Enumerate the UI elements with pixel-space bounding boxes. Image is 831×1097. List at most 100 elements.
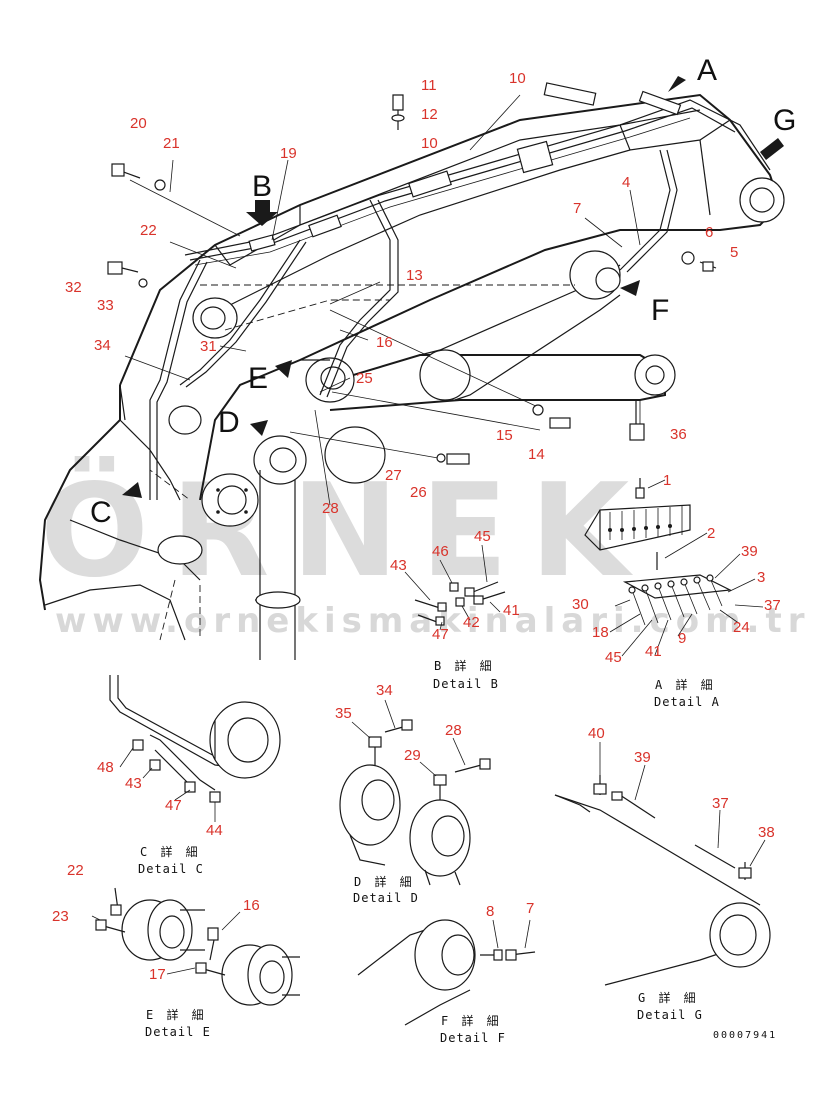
detail-a-label-3: 3 — [757, 569, 765, 586]
callout-5: 5 — [730, 244, 738, 261]
detail-e: 22 23 16 17 E 詳 細 Detail E — [52, 862, 300, 1039]
callout-16: 16 — [376, 334, 393, 351]
detail-g-label-38: 38 — [758, 824, 775, 841]
detail-g-caption-jp: G 詳 細 — [638, 990, 699, 1005]
callout-28: 28 — [322, 500, 339, 517]
detail-a: 1 2 39 3 30 37 18 24 9 45 41 A 詳 細 Detai… — [572, 472, 781, 709]
detail-a-label-2: 2 — [707, 525, 715, 542]
detail-c-label-47: 47 — [165, 797, 182, 814]
detail-a-label-41: 41 — [645, 643, 662, 660]
callout-32: 32 — [65, 279, 82, 296]
detail-e-label-16: 16 — [243, 897, 260, 914]
view-letter-g: G — [773, 104, 796, 137]
detail-d-caption-en: Detail D — [353, 891, 419, 905]
callout-33: 33 — [97, 297, 114, 314]
detail-g-label-40: 40 — [588, 725, 605, 742]
detail-f-label-8: 8 — [486, 903, 494, 920]
detail-c-label-48: 48 — [97, 759, 114, 776]
detail-f: 8 7 F 詳 細 Detail F — [357, 900, 536, 1045]
callout-13: 13 — [406, 267, 423, 284]
detail-e-label-22: 22 — [67, 862, 84, 879]
view-letters: A G B F E D C — [90, 54, 796, 529]
detail-e-caption-jp: E 詳 細 — [146, 1007, 207, 1022]
detail-d-label-28: 28 — [445, 722, 462, 739]
arrow-a-icon — [668, 76, 686, 92]
detail-b-label-47: 47 — [432, 626, 449, 643]
detail-c-caption-jp: C 詳 細 — [140, 844, 201, 859]
watermark-brand: ÖRNEK — [40, 456, 651, 606]
view-letter-d: D — [218, 406, 240, 439]
detail-d-label-35: 35 — [335, 705, 352, 722]
arrow-f-icon — [620, 280, 640, 296]
detail-b: 46 45 43 41 42 47 B 詳 細 Detail B — [390, 528, 520, 691]
arrow-c-icon — [122, 482, 142, 498]
detail-d: 34 35 28 29 D 詳 細 Detail D — [335, 682, 491, 905]
detail-a-label-9: 9 — [678, 630, 686, 647]
detail-f-caption-jp: F 詳 細 — [441, 1013, 502, 1028]
detail-g-label-39: 39 — [634, 749, 651, 766]
detail-c-label-43: 43 — [125, 775, 142, 792]
detail-b-label-43: 43 — [390, 557, 407, 574]
document-number: 00007941 — [713, 1030, 777, 1041]
detail-b-label-46: 46 — [432, 543, 449, 560]
callout-11: 11 — [421, 77, 437, 94]
detail-g: 40 39 37 38 G 詳 細 Detail G — [554, 725, 775, 1022]
arrow-d-icon — [250, 420, 268, 436]
view-letter-c: C — [90, 496, 112, 529]
detail-a-label-24: 24 — [733, 619, 750, 636]
callout-27: 27 — [385, 467, 402, 484]
detail-b-caption-jp: B 詳 細 — [434, 658, 495, 673]
callout-36: 36 — [670, 426, 687, 443]
callout-12: 12 — [421, 106, 438, 123]
callout-34: 34 — [94, 337, 111, 354]
main-callouts: 11 12 10 10 20 21 19 22 4 7 6 5 13 16 32… — [65, 70, 738, 517]
detail-d-label-34: 34 — [376, 682, 393, 699]
detail-e-caption-en: Detail E — [145, 1025, 211, 1039]
callout-25: 25 — [356, 370, 373, 387]
arrow-g-icon — [760, 138, 784, 160]
callout-20: 20 — [130, 115, 147, 132]
detail-a-label-1: 1 — [663, 472, 671, 489]
detail-b-label-41: 41 — [503, 602, 520, 619]
callout-15: 15 — [496, 427, 513, 444]
callout-14: 14 — [528, 446, 545, 463]
detail-c-label-44: 44 — [206, 822, 223, 839]
callout-10a: 10 — [421, 135, 438, 152]
detail-b-label-42: 42 — [463, 614, 480, 631]
view-letter-a: A — [697, 54, 717, 87]
watermark-url: www.ornekismakinalari.com.tr — [55, 601, 810, 641]
callout-10b: 10 — [509, 70, 526, 87]
detail-a-label-30: 30 — [572, 596, 589, 613]
detail-a-label-37: 37 — [764, 597, 781, 614]
detail-a-caption-jp: A 詳 細 — [655, 677, 716, 692]
detail-c-caption-en: Detail C — [138, 862, 204, 876]
detail-c: 48 43 47 44 C 詳 細 Detail C — [97, 675, 281, 876]
arrow-e-icon — [275, 360, 292, 378]
detail-d-label-29: 29 — [404, 747, 421, 764]
detail-e-label-23: 23 — [52, 908, 69, 925]
view-letter-e: E — [248, 362, 268, 395]
callout-31: 31 — [200, 338, 217, 355]
boom-assembly — [38, 82, 785, 660]
callout-21: 21 — [163, 135, 180, 152]
callout-19: 19 — [280, 145, 297, 162]
detail-e-label-17: 17 — [149, 966, 166, 983]
detail-b-caption-en: Detail B — [433, 677, 499, 691]
callout-6: 6 — [705, 224, 713, 241]
detail-a-label-45: 45 — [605, 649, 622, 666]
callout-22: 22 — [140, 222, 157, 239]
detail-g-caption-en: Detail G — [637, 1008, 703, 1022]
detail-b-label-45: 45 — [474, 528, 491, 545]
callout-7: 7 — [573, 200, 581, 217]
view-letter-b: B — [252, 170, 272, 203]
view-arrows — [122, 76, 784, 498]
detail-f-caption-en: Detail F — [440, 1031, 506, 1045]
view-letter-f: F — [651, 294, 669, 327]
detail-f-label-7: 7 — [526, 900, 534, 917]
arrow-b-icon — [246, 200, 278, 226]
detail-g-label-37: 37 — [712, 795, 729, 812]
detail-a-caption-en: Detail A — [654, 695, 720, 709]
watermark: ÖRNEK www.ornekismakinalari.com.tr — [40, 456, 810, 641]
callout-26: 26 — [410, 484, 427, 501]
